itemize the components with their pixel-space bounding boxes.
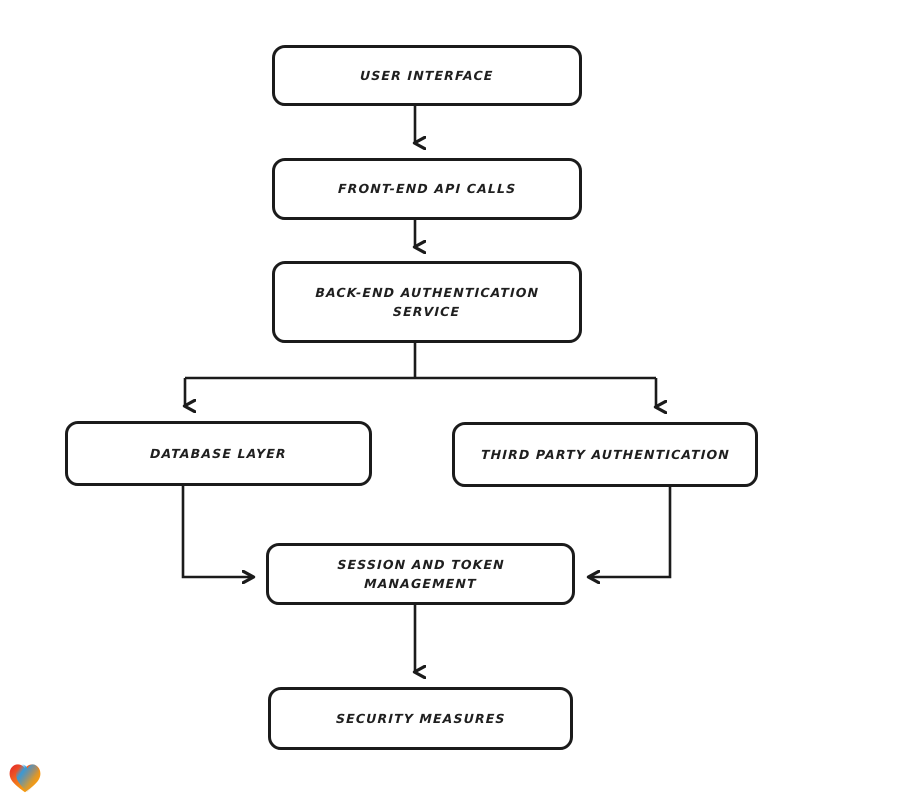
node-label-front-end-api-calls: FRONT-END API CALLS	[337, 181, 517, 197]
node-front-end-api-calls[interactable]: FRONT-END API CALLS	[272, 158, 582, 220]
node-database-layer[interactable]: DATABASE LAYER	[65, 421, 372, 486]
heart-icon	[9, 764, 41, 793]
node-label-third-party-authentication: THIRD PARTY AUTHENTICATION	[480, 446, 730, 462]
node-session-and-token-management[interactable]: SESSION AND TOKEN MANAGEMENT	[266, 543, 575, 605]
edge-database-to-session	[181, 486, 253, 577]
node-label-back-end-authentication-service: BACK-END AUTHENTICATION SERVICE	[315, 284, 540, 319]
node-label-user-interface: USER INTERFACE	[359, 67, 495, 83]
node-label-security-measures: SECURITY MEASURES	[335, 710, 506, 726]
node-back-end-authentication-service[interactable]: BACK-END AUTHENTICATION SERVICE	[272, 261, 582, 343]
node-label-session-and-token-management: SESSION AND TOKEN MANAGEMENT	[336, 556, 505, 591]
node-user-interface[interactable]: USER INTERFACE	[272, 45, 582, 106]
node-label-database-layer: DATABASE LAYER	[149, 445, 288, 461]
node-security-measures[interactable]: SECURITY MEASURES	[268, 687, 573, 750]
edge-thirdparty-to-session	[589, 487, 672, 577]
node-third-party-authentication[interactable]: THIRD PARTY AUTHENTICATION	[452, 422, 758, 487]
